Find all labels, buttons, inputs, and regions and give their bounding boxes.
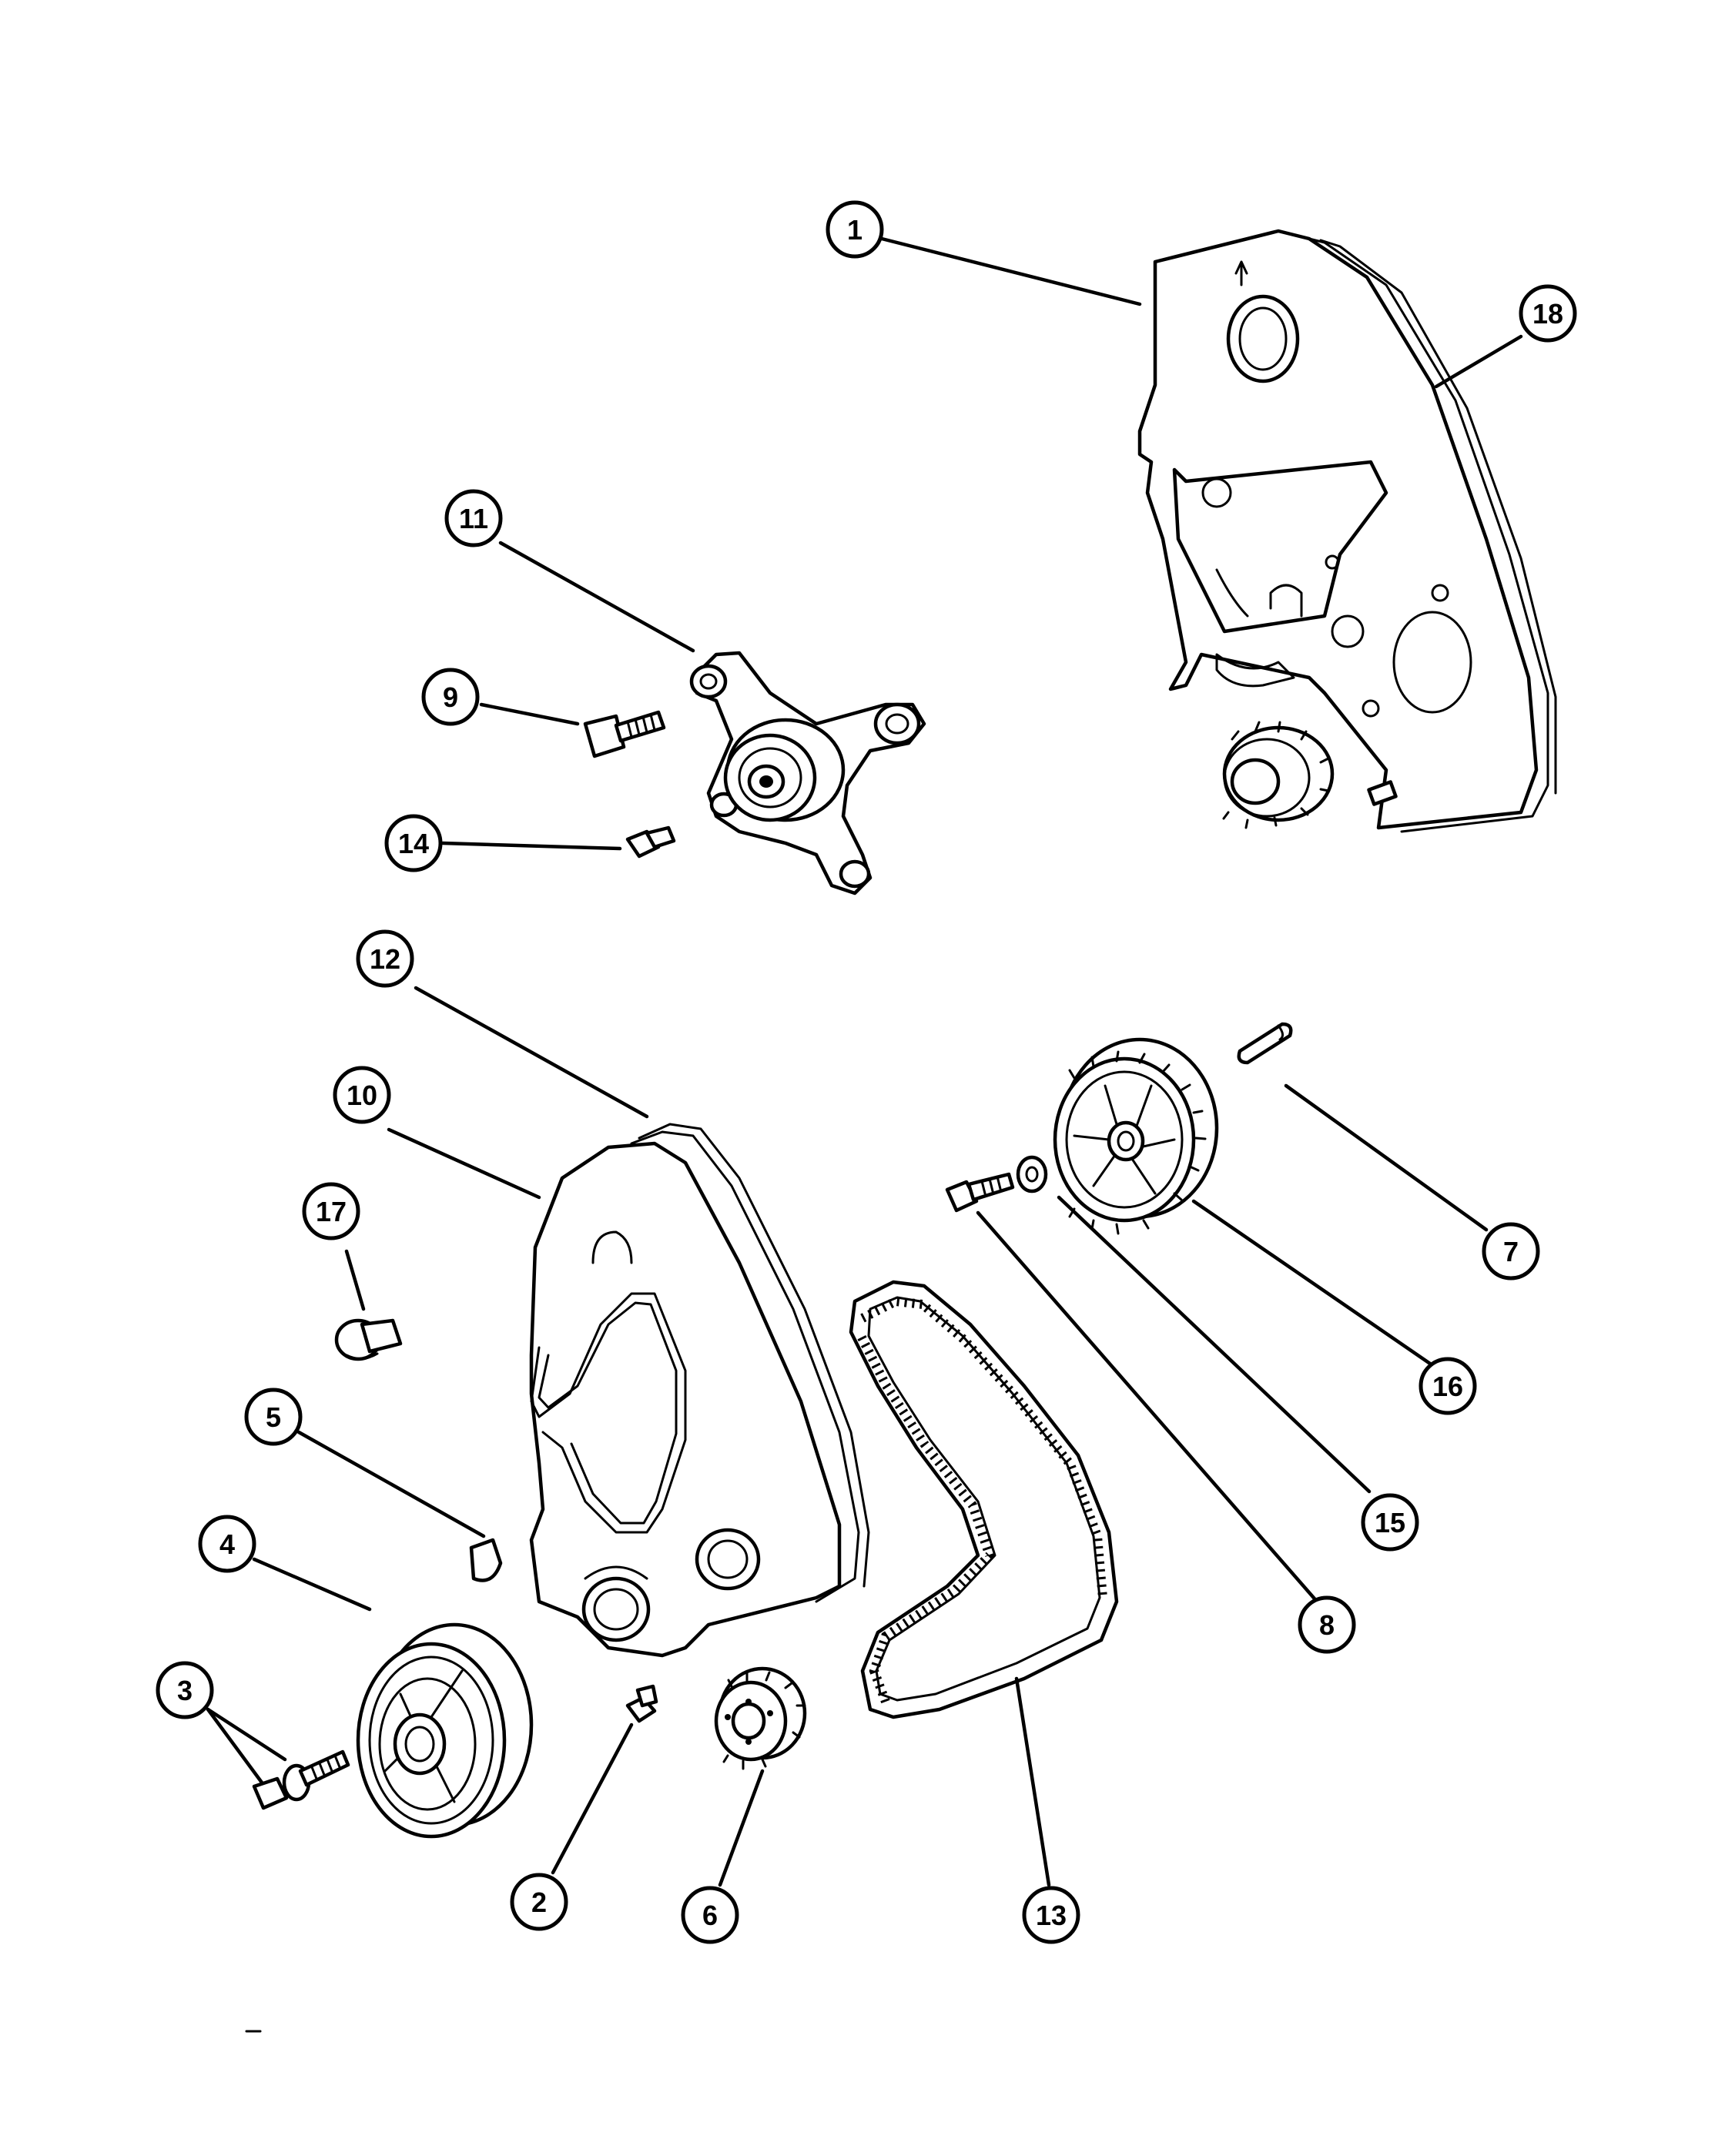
- tensioner-small-bolt: [625, 825, 676, 859]
- crankshaft-damper-pulley: [356, 1622, 534, 1839]
- camshaft-sprocket: [1053, 1037, 1219, 1235]
- svg-text:14: 14: [398, 828, 429, 859]
- callout-9: 9: [421, 668, 480, 726]
- svg-text:3: 3: [177, 1675, 193, 1706]
- dowel-pin: [1237, 1022, 1293, 1065]
- svg-text:7: 7: [1503, 1236, 1519, 1267]
- svg-text:10: 10: [347, 1080, 377, 1111]
- timing-belt: [849, 1280, 1119, 1719]
- callout-11: 11: [444, 489, 503, 547]
- callout-10: 10: [333, 1066, 391, 1124]
- callout-3: 3: [156, 1661, 214, 1719]
- callout-13: 13: [1022, 1886, 1080, 1944]
- callout-16: 16: [1419, 1357, 1477, 1415]
- callouts: 1 2 3 4 5 6 7 8: [156, 200, 1577, 1944]
- front-timing-cover: [529, 1123, 870, 1658]
- svg-text:2: 2: [531, 1886, 547, 1918]
- svg-text:13: 13: [1036, 1900, 1067, 1931]
- cover-bolt-small: [625, 1684, 658, 1723]
- tensioner-bolt: [583, 710, 666, 758]
- callout-2: 2: [510, 1873, 568, 1931]
- rear-timing-cover: [1137, 229, 1557, 833]
- callout-7: 7: [1482, 1222, 1540, 1281]
- svg-text:4: 4: [219, 1528, 235, 1560]
- callout-12: 12: [356, 929, 414, 988]
- woodruff-key: [469, 1538, 503, 1582]
- svg-text:17: 17: [316, 1196, 347, 1227]
- svg-text:6: 6: [702, 1900, 718, 1931]
- svg-text:11: 11: [459, 503, 488, 534]
- callout-17: 17: [302, 1182, 360, 1240]
- callout-18: 18: [1519, 284, 1577, 343]
- svg-text:12: 12: [370, 943, 400, 975]
- callout-4: 4: [198, 1515, 256, 1573]
- svg-text:16: 16: [1432, 1371, 1463, 1402]
- svg-text:8: 8: [1319, 1609, 1335, 1641]
- idler-sprocket-rear: [1222, 721, 1335, 829]
- callout-15: 15: [1361, 1493, 1419, 1552]
- camshaft-sprocket-bolt: [945, 1172, 1015, 1213]
- damper-bolt: [252, 1749, 350, 1810]
- callout-14: 14: [384, 814, 443, 872]
- belt-tensioner-assembly: [689, 651, 926, 896]
- cover-retaining-clip: [334, 1318, 403, 1361]
- svg-text:1: 1: [847, 214, 862, 246]
- callout-8: 8: [1298, 1595, 1356, 1654]
- svg-text:5: 5: [266, 1401, 281, 1433]
- callout-1: 1: [826, 200, 884, 259]
- svg-text:15: 15: [1375, 1507, 1405, 1538]
- callout-6: 6: [681, 1886, 739, 1944]
- svg-text:18: 18: [1532, 298, 1563, 330]
- svg-text:9: 9: [443, 681, 458, 713]
- crankshaft-sprocket: [714, 1666, 807, 1770]
- camshaft-sprocket-washer: [1016, 1155, 1048, 1194]
- leader-lines: [206, 236, 1523, 1887]
- callout-5: 5: [244, 1388, 303, 1446]
